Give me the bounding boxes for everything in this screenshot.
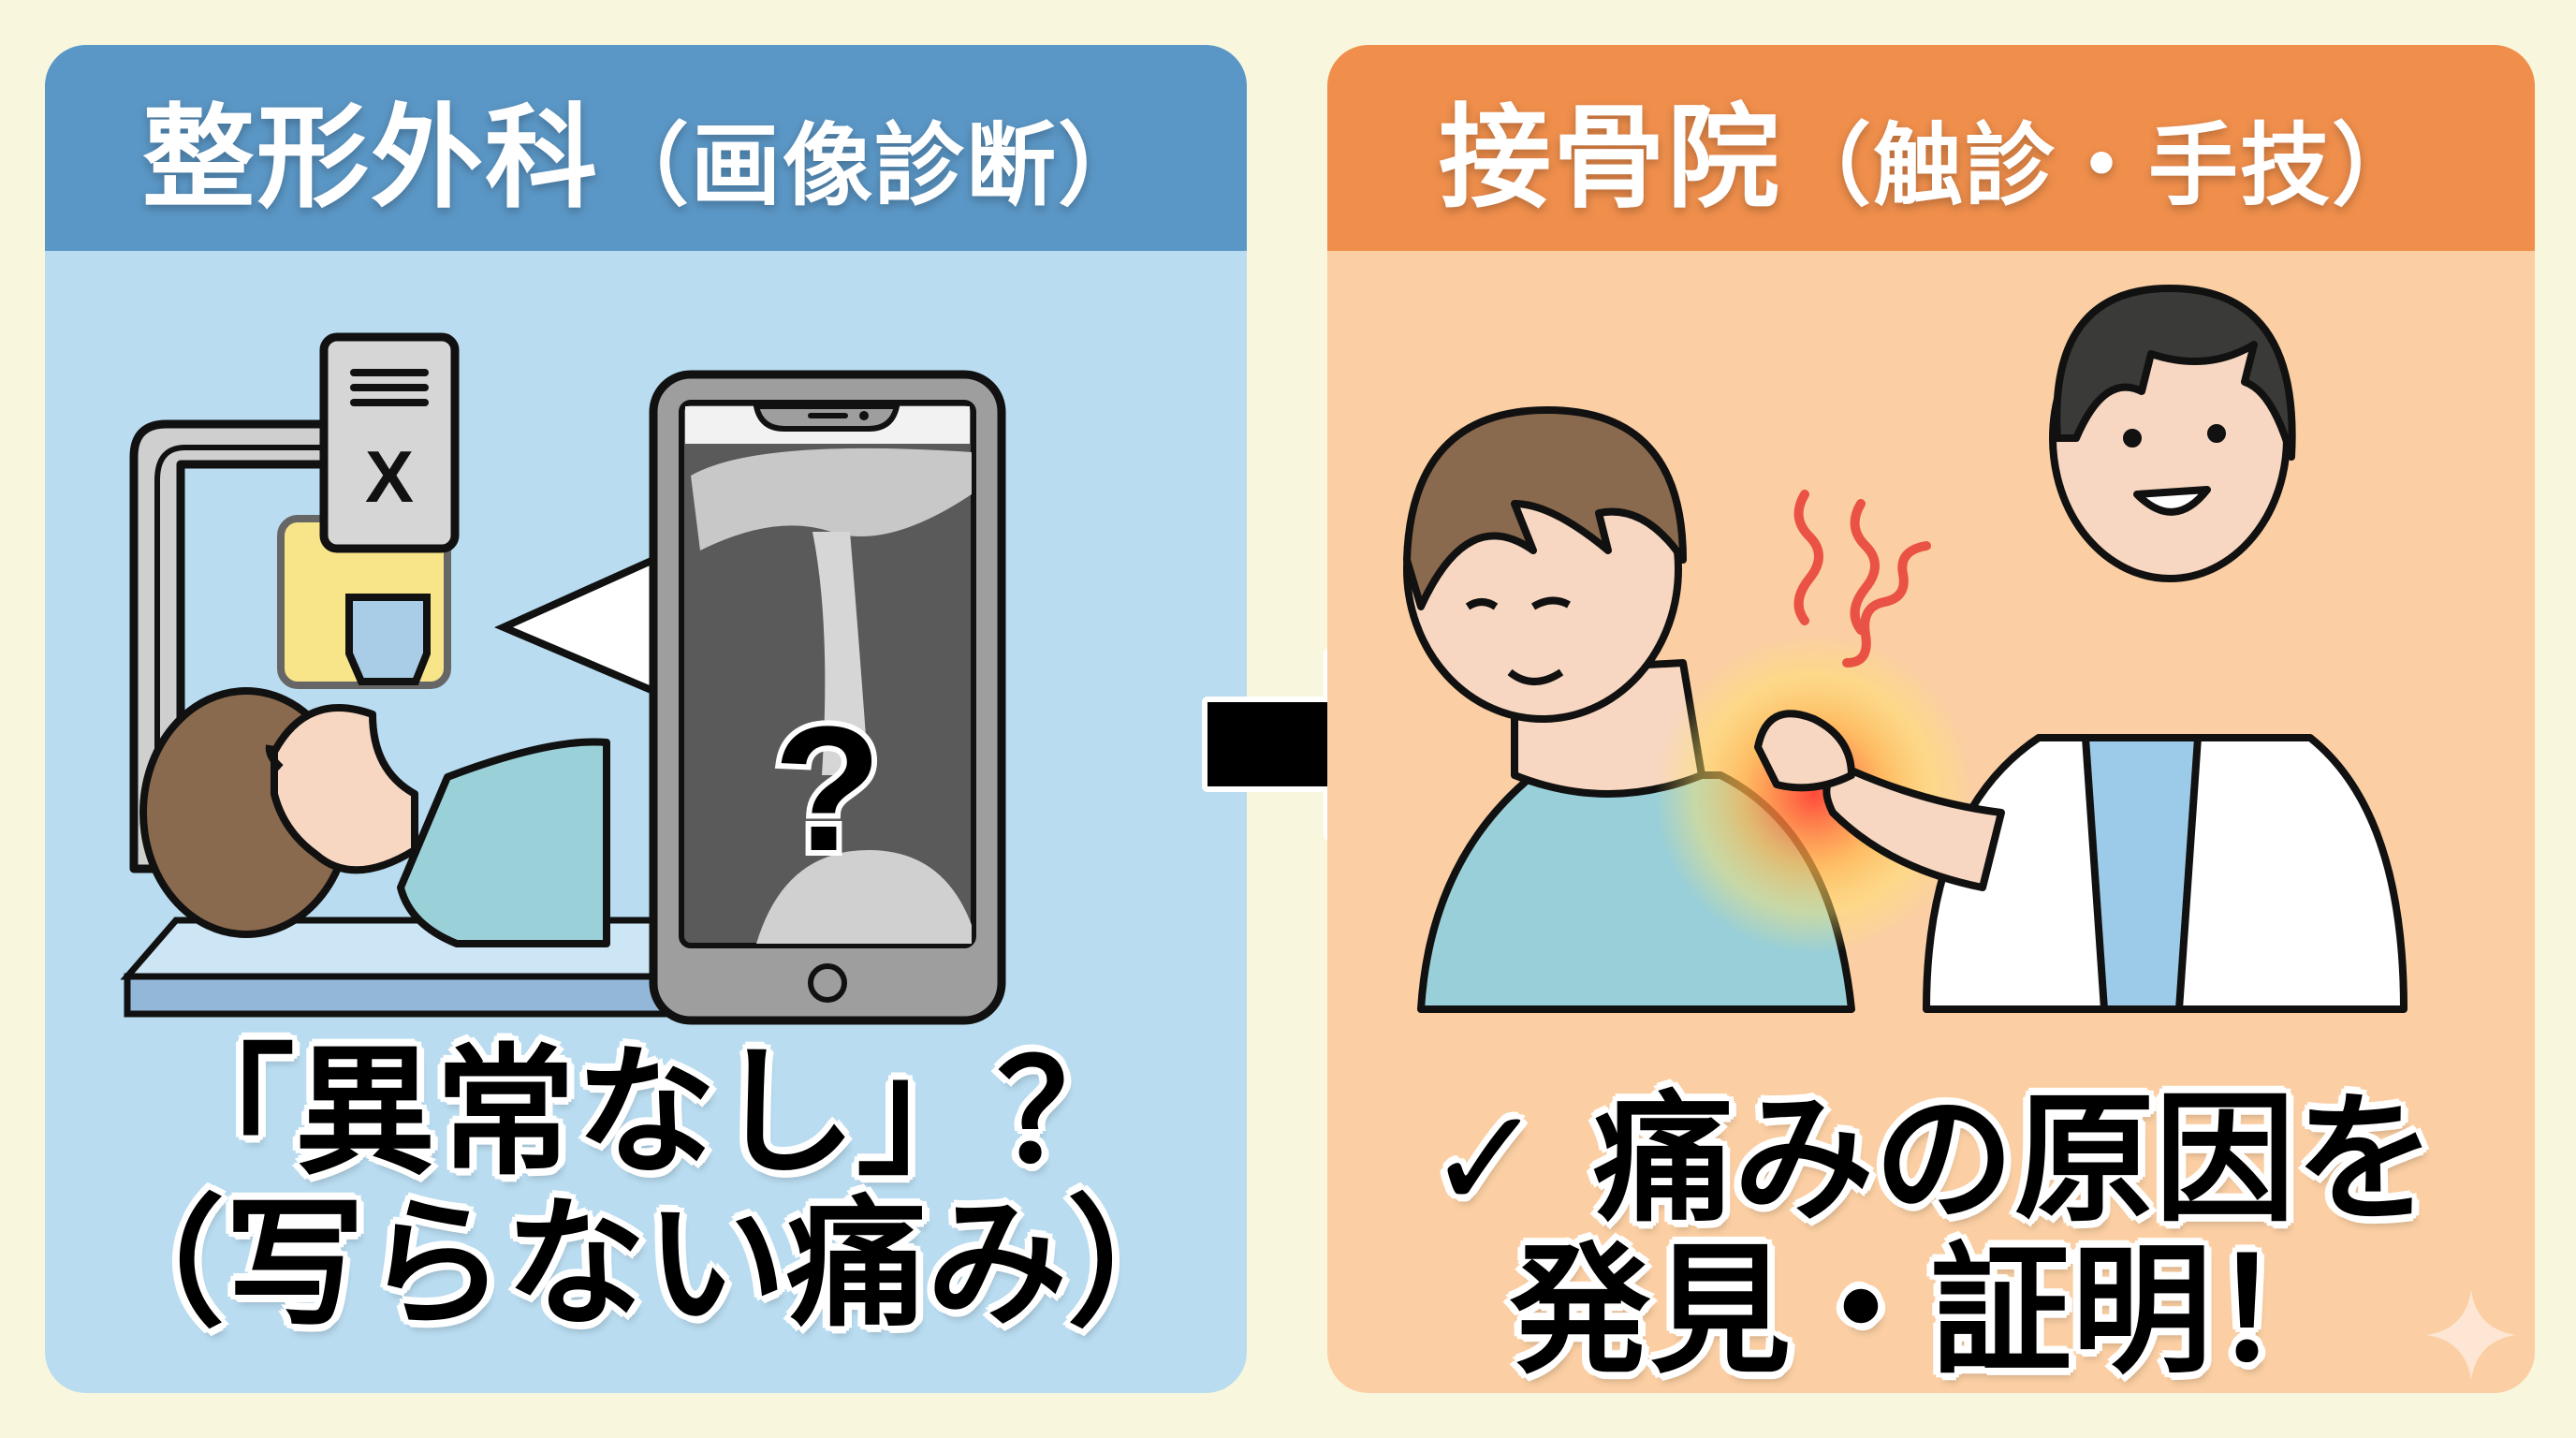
caption-find-cause: ✓ 痛みの原因を bbox=[1327, 1084, 2535, 1236]
orthopedics-title-main: 整形外科 bbox=[142, 94, 599, 224]
caption-find-cause-text: 痛みの原因を bbox=[1592, 1078, 2436, 1241]
bonesetter-title: 接骨院（触診・手技） bbox=[1439, 66, 2423, 229]
practitioner-icon bbox=[1754, 285, 2408, 1013]
bonesetter-title-sub: （触診・手技） bbox=[1781, 113, 2423, 218]
orthopedics-caption: 「異常なし」？ （写らない痛み） bbox=[45, 1037, 1247, 1341]
orthopedics-panel: 整形外科（画像診断） X bbox=[45, 45, 1247, 1393]
check-mark-icon: ✓ bbox=[1427, 1078, 1544, 1241]
caption-no-abnormality: 「異常なし」？ bbox=[154, 1032, 1137, 1195]
exam-table-icon bbox=[120, 917, 730, 1018]
tablet-xray-icon: ? bbox=[649, 370, 1006, 1025]
bonesetter-panel: 接骨院（触診・手技） bbox=[1327, 45, 2535, 1393]
caption-invisible-pain: （写らない痛み） bbox=[83, 1183, 1208, 1346]
svg-text:X: X bbox=[365, 435, 414, 518]
patient-lying-icon bbox=[139, 687, 610, 947]
orthopedics-title: 整形外科（画像診断） bbox=[142, 66, 1149, 229]
xray-lens-icon bbox=[345, 594, 431, 685]
bonesetter-header: 接骨院（触診・手技） bbox=[1327, 45, 2535, 251]
bonesetter-title-main: 接骨院 bbox=[1439, 94, 1781, 224]
orthopedics-header: 整形外科（画像診断） bbox=[45, 45, 1247, 251]
svg-text:?: ? bbox=[773, 690, 882, 888]
xray-machine-icon: X bbox=[319, 332, 460, 553]
pain-squiggle-icon bbox=[1793, 490, 1931, 668]
palpation-illustration bbox=[1403, 285, 2408, 1013]
bonesetter-caption: ✓ 痛みの原因を 発見・証明！ bbox=[1327, 1084, 2535, 1387]
pain-glow bbox=[1655, 635, 1973, 953]
sparkle-icon bbox=[2426, 1290, 2516, 1380]
orthopedics-title-sub: （画像診断） bbox=[599, 113, 1149, 218]
pointer-triangle bbox=[494, 553, 657, 697]
caption-discover-prove: 発見・証明！ bbox=[1509, 1230, 2352, 1393]
xray-illustration: X ? bbox=[120, 332, 1006, 1025]
